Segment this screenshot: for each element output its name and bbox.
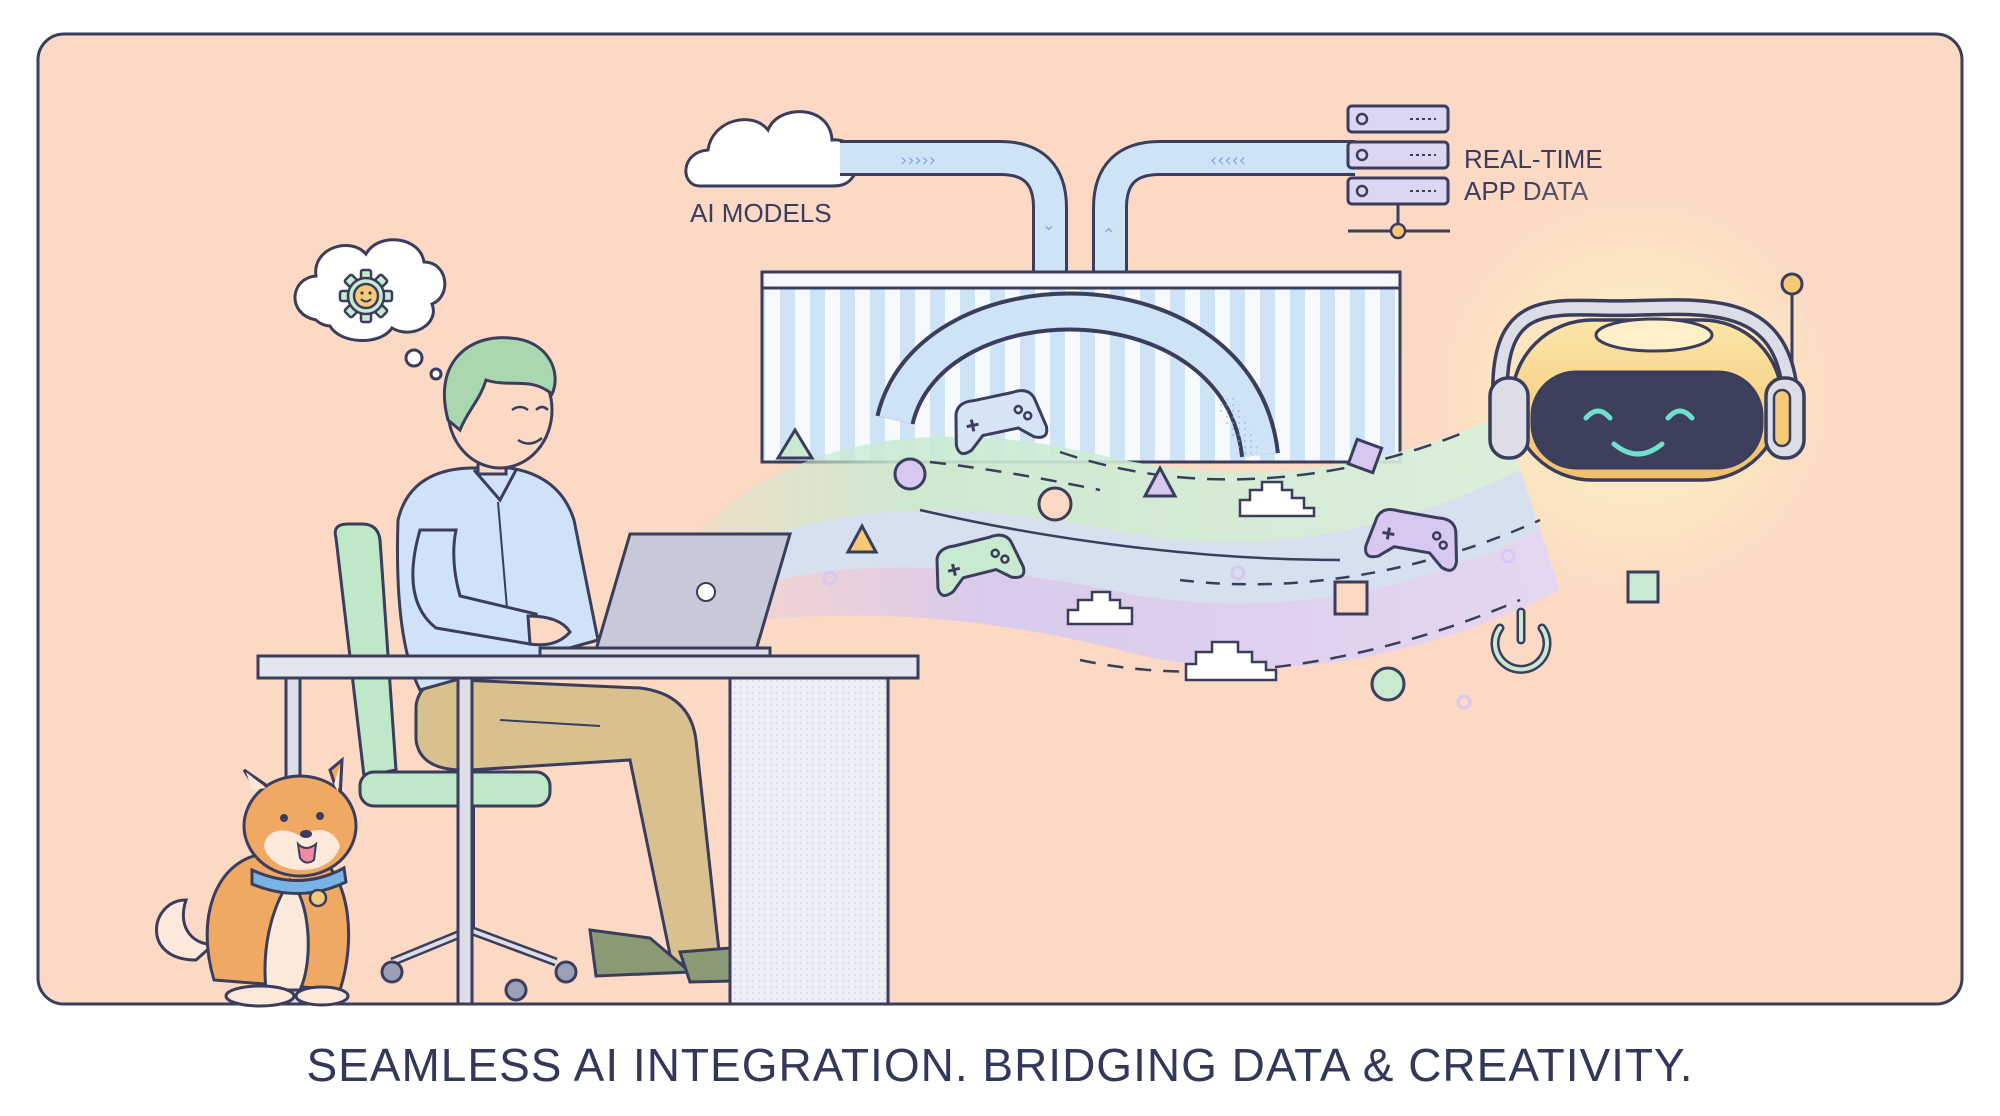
dog-collar (250, 865, 348, 896)
pixel-cloud-icon (1066, 480, 1316, 682)
circle-shape (1037, 486, 1073, 522)
circle-shape (1370, 666, 1406, 702)
robot-smile (1611, 441, 1665, 457)
svg-text:‹‹‹‹‹: ‹‹‹‹‹ (1210, 150, 1246, 171)
svg-text:⌃: ⌃ (1102, 225, 1115, 244)
caption: SEAMLESS AI INTEGRATION. BRIDGING DATA &… (306, 1039, 1694, 1091)
svg-text:⌄: ⌄ (1042, 215, 1055, 234)
diamond-shape (1346, 437, 1384, 475)
person-working (395, 336, 788, 984)
robot-head (1488, 272, 1806, 482)
square-shape (1626, 570, 1660, 604)
square-shape (1333, 580, 1369, 616)
svg-text:›››››: ››››› (900, 150, 936, 171)
laptop (538, 532, 793, 660)
gear-smiley-icon (338, 268, 394, 324)
bridge-arch (875, 291, 1280, 459)
triangle-shape (1142, 464, 1178, 498)
cloud-icon (684, 110, 860, 188)
server-icon (1346, 104, 1450, 240)
antenna-ball (1780, 272, 1804, 296)
gamepad-icon (935, 533, 1026, 597)
robot-eye-left (1583, 408, 1613, 421)
triangle-shape (845, 522, 879, 554)
gamepad-icon (1364, 508, 1459, 572)
triangle-shape (775, 427, 815, 460)
shiba-dog (155, 756, 358, 1008)
desk (256, 654, 920, 1006)
office-chair (333, 522, 578, 1002)
gamepad-icon (954, 389, 1049, 456)
ai-models-label: AI MODELS (690, 198, 832, 228)
circle-shape (893, 457, 927, 491)
data-pipes: ››››› ‹‹‹‹‹ ⌄ ⌃ (840, 140, 1355, 275)
robot-screen (1530, 370, 1764, 470)
data-stream (700, 415, 1560, 674)
robot-eye-right (1665, 408, 1695, 421)
power-icon (1490, 607, 1552, 674)
floating-shapes (775, 427, 1660, 710)
headphone-left (1488, 376, 1530, 460)
